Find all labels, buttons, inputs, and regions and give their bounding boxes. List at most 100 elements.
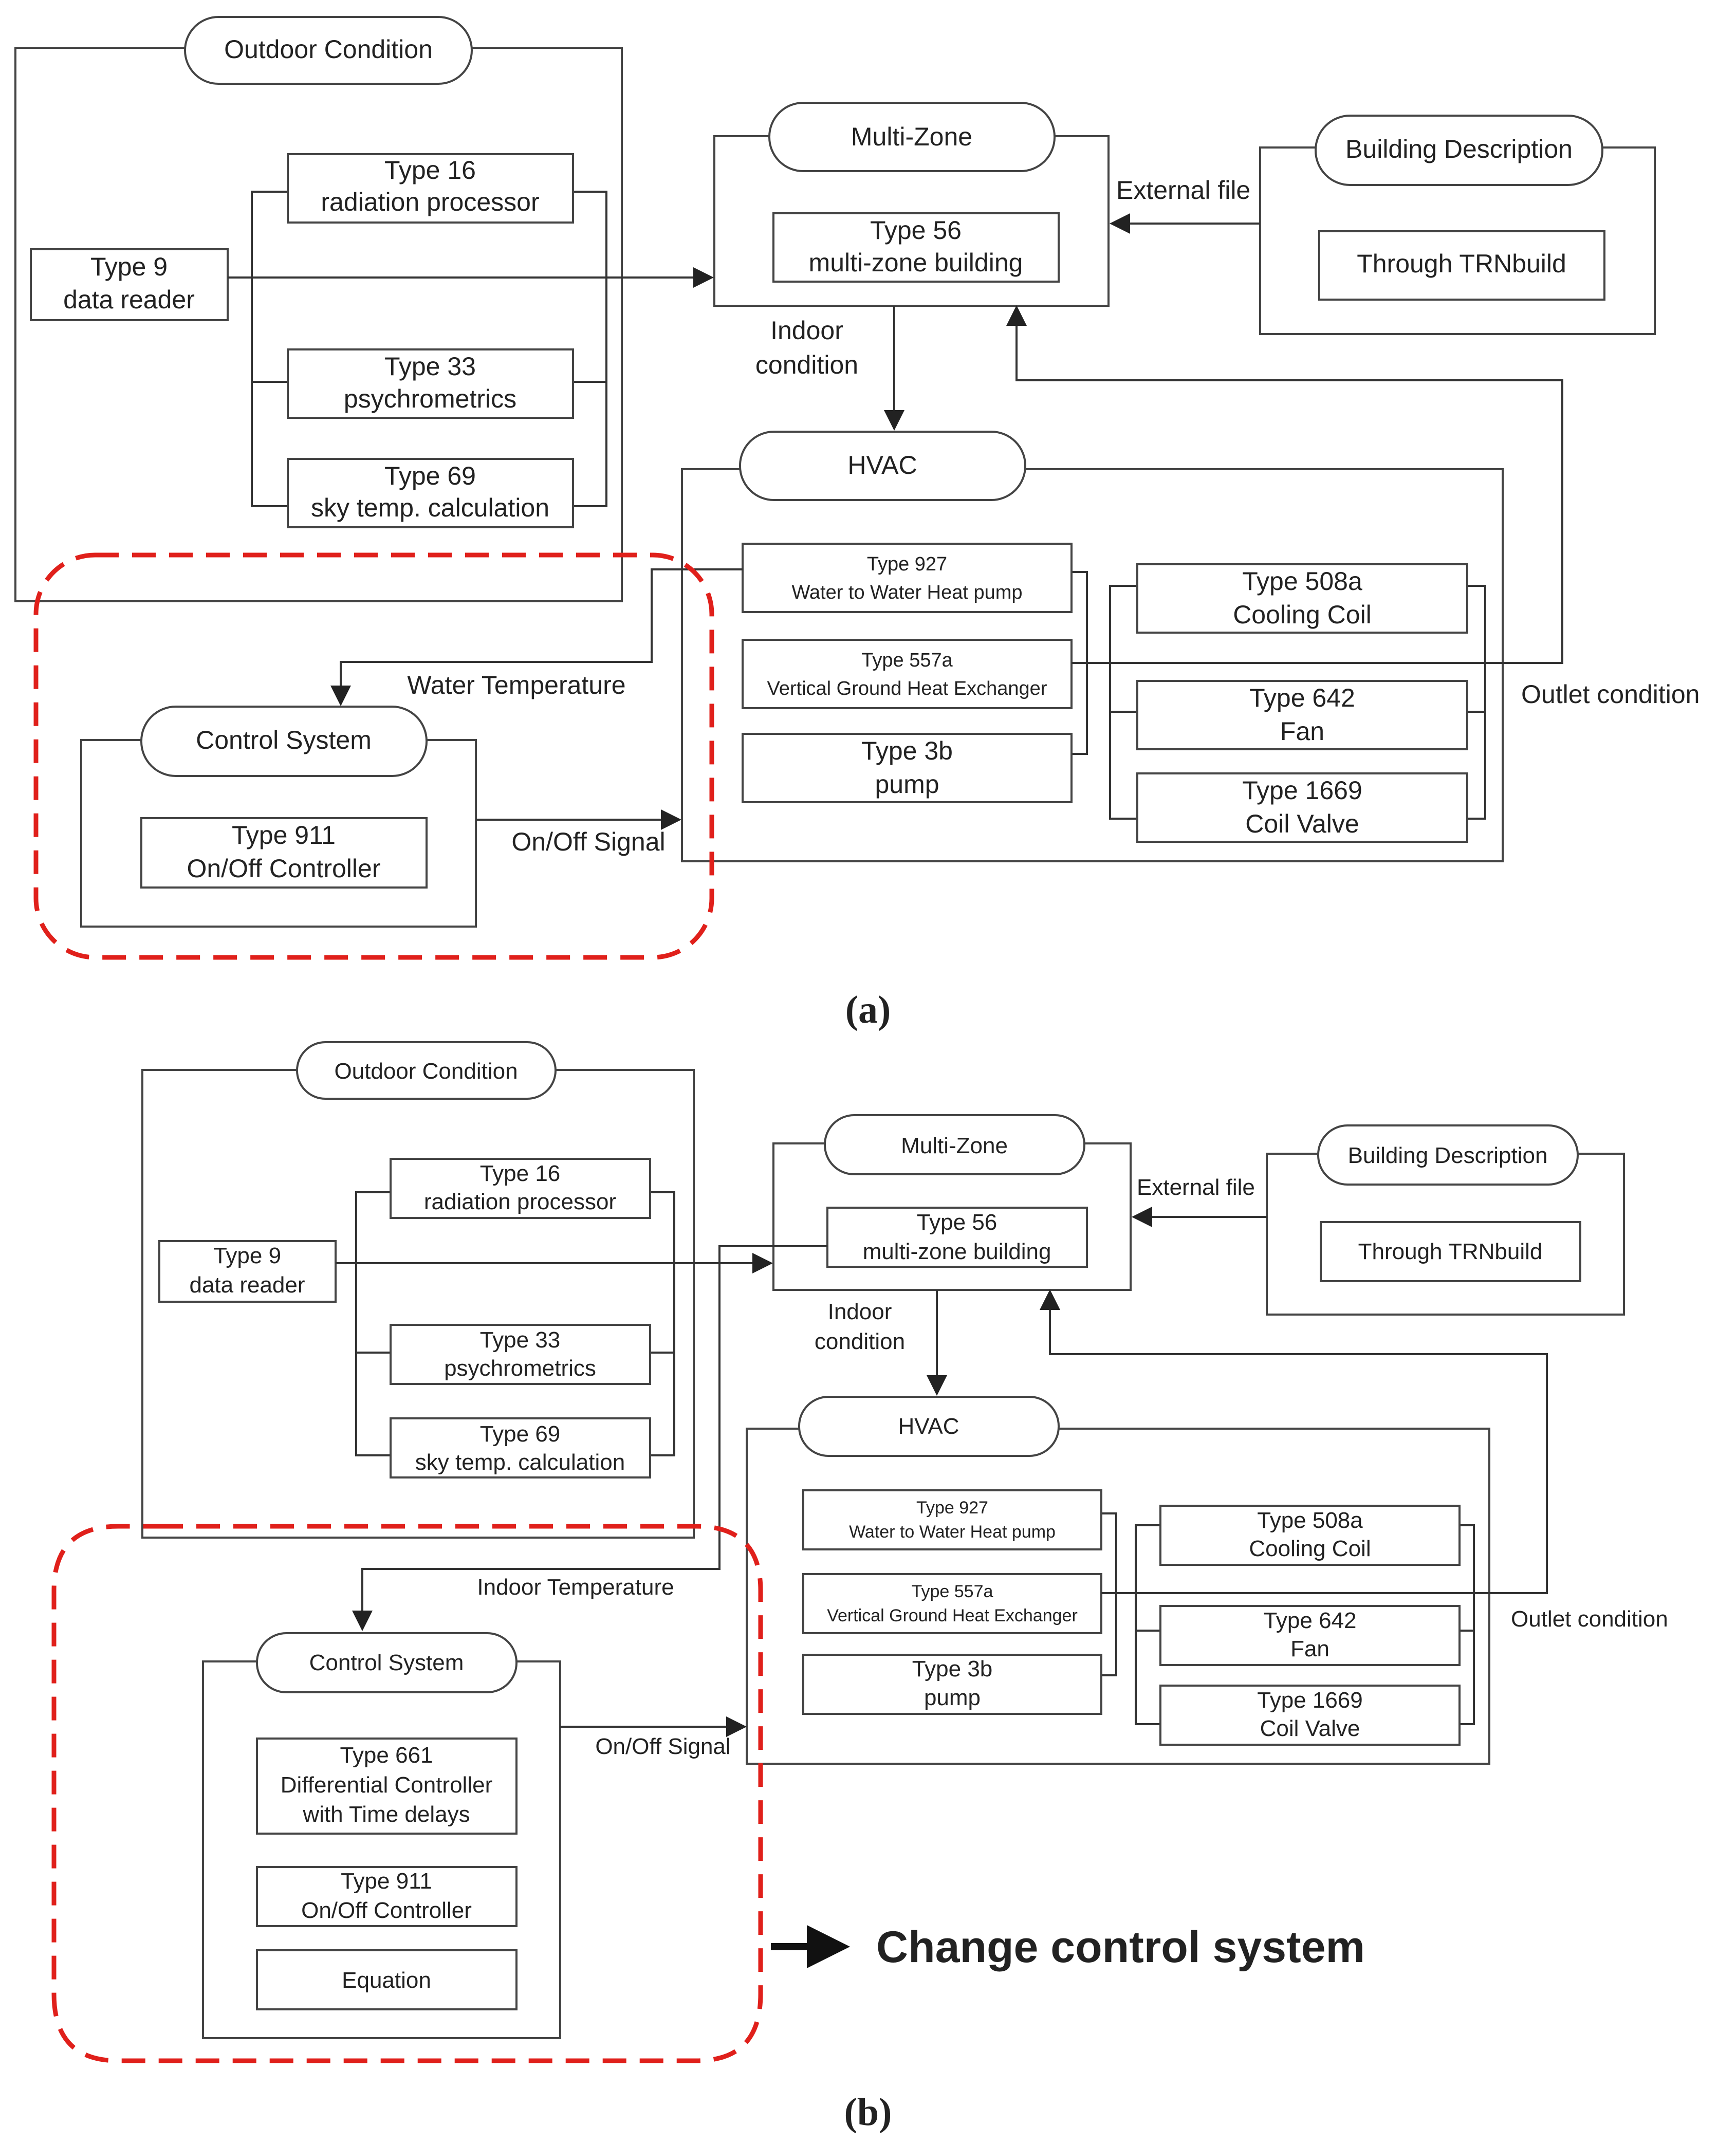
building-pill-a <box>1315 115 1603 186</box>
hvac-left-bracket-b <box>1101 1512 1117 1676</box>
hvac-pill-b <box>798 1396 1060 1457</box>
type56-box-a <box>772 212 1060 283</box>
type1669-line2-a: Coil Valve <box>1245 809 1359 838</box>
type661-line1-b: Type 661 <box>340 1743 433 1768</box>
type661-line2-b: Differential Controller <box>281 1772 492 1798</box>
type1669-line2-b: Coil Valve <box>1260 1716 1360 1741</box>
type927-line2-b: Water to Water Heat pump <box>849 1522 1056 1542</box>
caption-a-letter: a <box>858 988 878 1031</box>
control-pill-a <box>140 706 428 777</box>
type508a-box-a <box>1136 563 1468 634</box>
hvac-group-b: HVAC Type 927 Water to Water Heat pump T… <box>746 1396 1490 1765</box>
type33-line2-a: psychrometrics <box>344 384 516 413</box>
highlight-dashed-a <box>33 552 714 960</box>
type927-line1-b: Type 927 <box>916 1498 988 1518</box>
external-file-label-b: External file <box>1137 1175 1255 1200</box>
type16-line1-b: Type 16 <box>480 1161 561 1186</box>
caption-b-close: ) <box>879 2091 892 2134</box>
type557a-line2-b: Vertical Ground Heat Exchanger <box>827 1606 1078 1625</box>
wire-outlet-feedback-b <box>1040 1289 1548 1594</box>
outlet-label-a: Outlet condition <box>1521 680 1700 709</box>
control-group-b: Control System Type 661 Differential Con… <box>202 1632 561 2039</box>
hvac-right-bracket-r-a <box>1467 585 1486 820</box>
multizone-label-b: Multi-Zone <box>901 1133 1008 1158</box>
outdoor-label-a: Outdoor Condition <box>224 35 433 64</box>
left-bracket-b <box>355 1191 391 1456</box>
outdoor-condition-group-b: Outdoor Condition Type 16 radiation proc… <box>141 1041 695 1539</box>
type3b-line1-a: Type 3b <box>861 736 953 765</box>
type642-line1-b: Type 642 <box>1263 1608 1356 1633</box>
equation-box-b <box>256 1949 518 2010</box>
external-file-label-a: External file <box>1116 176 1250 205</box>
caption-b-letter: b <box>857 2091 879 2134</box>
type33-line1-b: Type 33 <box>480 1327 561 1353</box>
outdoor-pill-b <box>296 1041 557 1100</box>
caption-a-open: ( <box>845 988 858 1031</box>
type1669-box-a <box>1136 772 1468 843</box>
trnbuild-label-b: Through TRNbuild <box>1358 1239 1543 1264</box>
type911-line1-a: Type 911 <box>232 821 336 849</box>
type56-line1-a: Type 56 <box>870 216 962 245</box>
multizone-pill-a <box>768 102 1056 172</box>
hvac-pill-a <box>739 431 1026 501</box>
type9-line1-b: Type 9 <box>213 1243 281 1268</box>
hvac-group-a: HVAC Type 927 Water to Water Heat pump T… <box>681 431 1504 862</box>
type557a-line2-a: Vertical Ground Heat Exchanger <box>767 678 1047 699</box>
right-bracket-b <box>650 1191 675 1456</box>
type911-box-a <box>140 817 428 889</box>
outdoor-pill-a <box>184 16 473 85</box>
outdoor-condition-group-a: Outdoor Condition Type 16 radiation proc… <box>14 16 623 602</box>
type661-line3-b: with Time delays <box>302 1802 470 1827</box>
type33-line2-b: psychrometrics <box>444 1356 596 1381</box>
onoff-label-a: On/Off Signal <box>511 827 665 856</box>
type69-line2-b: sky temp. calculation <box>415 1450 625 1475</box>
hvac-label-a: HVAC <box>847 451 917 479</box>
type927-box-b <box>802 1489 1102 1550</box>
type3b-box-a <box>742 733 1073 803</box>
panel-b: Outdoor Condition Type 16 radiation proc… <box>51 1041 1668 2134</box>
equation-label-b: Equation <box>342 1968 431 1993</box>
type1669-line1-b: Type 1669 <box>1257 1688 1363 1713</box>
hvac-frame-b <box>746 1428 1490 1765</box>
type911-line2-a: On/Off Controller <box>187 854 380 883</box>
type69-line2-a: sky temp. calculation <box>311 493 549 522</box>
type69-box-b <box>390 1417 651 1478</box>
control-label-a: Control System <box>196 726 372 754</box>
type642-line1-a: Type 642 <box>1249 683 1355 712</box>
control-pill-b <box>256 1632 518 1693</box>
indoor-condition-line2-a: condition <box>755 350 858 379</box>
building-group-b: Building Description Through TRNbuild <box>1266 1124 1625 1316</box>
type508a-line1-a: Type 508a <box>1242 567 1362 596</box>
multizone-group-b: Multi-Zone Type 56 multi-zone building <box>772 1114 1132 1291</box>
hvac-right-bracket-r-b <box>1460 1524 1475 1725</box>
indoor-temp-label-b: Indoor Temperature <box>477 1575 674 1600</box>
type642-line2-b: Fan <box>1290 1636 1329 1661</box>
type1669-box-b <box>1159 1685 1461 1746</box>
type911-line1-b: Type 911 <box>341 1869 432 1894</box>
type911-line2-b: On/Off Controller <box>301 1898 472 1923</box>
multizone-pill-b <box>824 1114 1085 1175</box>
control-group-a: Control System Type 911 On/Off Controlle… <box>80 706 477 928</box>
indoor-condition-line2-b: condition <box>815 1329 905 1354</box>
highlight-dashed-b <box>51 1524 763 2063</box>
right-bracket-a <box>573 191 607 507</box>
type927-line2-a: Water to Water Heat pump <box>791 582 1022 603</box>
type642-box-a <box>1136 680 1468 750</box>
change-control-label-b: Change control system <box>876 1923 1365 1972</box>
indoor-condition-line1-a: Indoor <box>770 316 843 345</box>
type9-box-b <box>158 1240 337 1303</box>
type56-box-b <box>826 1207 1088 1268</box>
type508a-box-b <box>1159 1505 1461 1566</box>
hvac-right-bracket-l-b <box>1135 1524 1160 1725</box>
panel-a: Outdoor Condition Type 16 radiation proc… <box>14 16 1700 1031</box>
multizone-label-a: Multi-Zone <box>851 122 972 151</box>
building-pill-b <box>1317 1124 1579 1186</box>
outdoor-label-b: Outdoor Condition <box>334 1059 518 1084</box>
type69-box-a <box>287 458 574 528</box>
caption-b-open: ( <box>844 2091 857 2134</box>
caption-a-close: ) <box>878 988 891 1031</box>
type3b-line2-b: pump <box>924 1685 981 1710</box>
type16-line2-b: radiation processor <box>424 1189 616 1214</box>
type557a-line1-b: Type 557a <box>912 1582 993 1601</box>
